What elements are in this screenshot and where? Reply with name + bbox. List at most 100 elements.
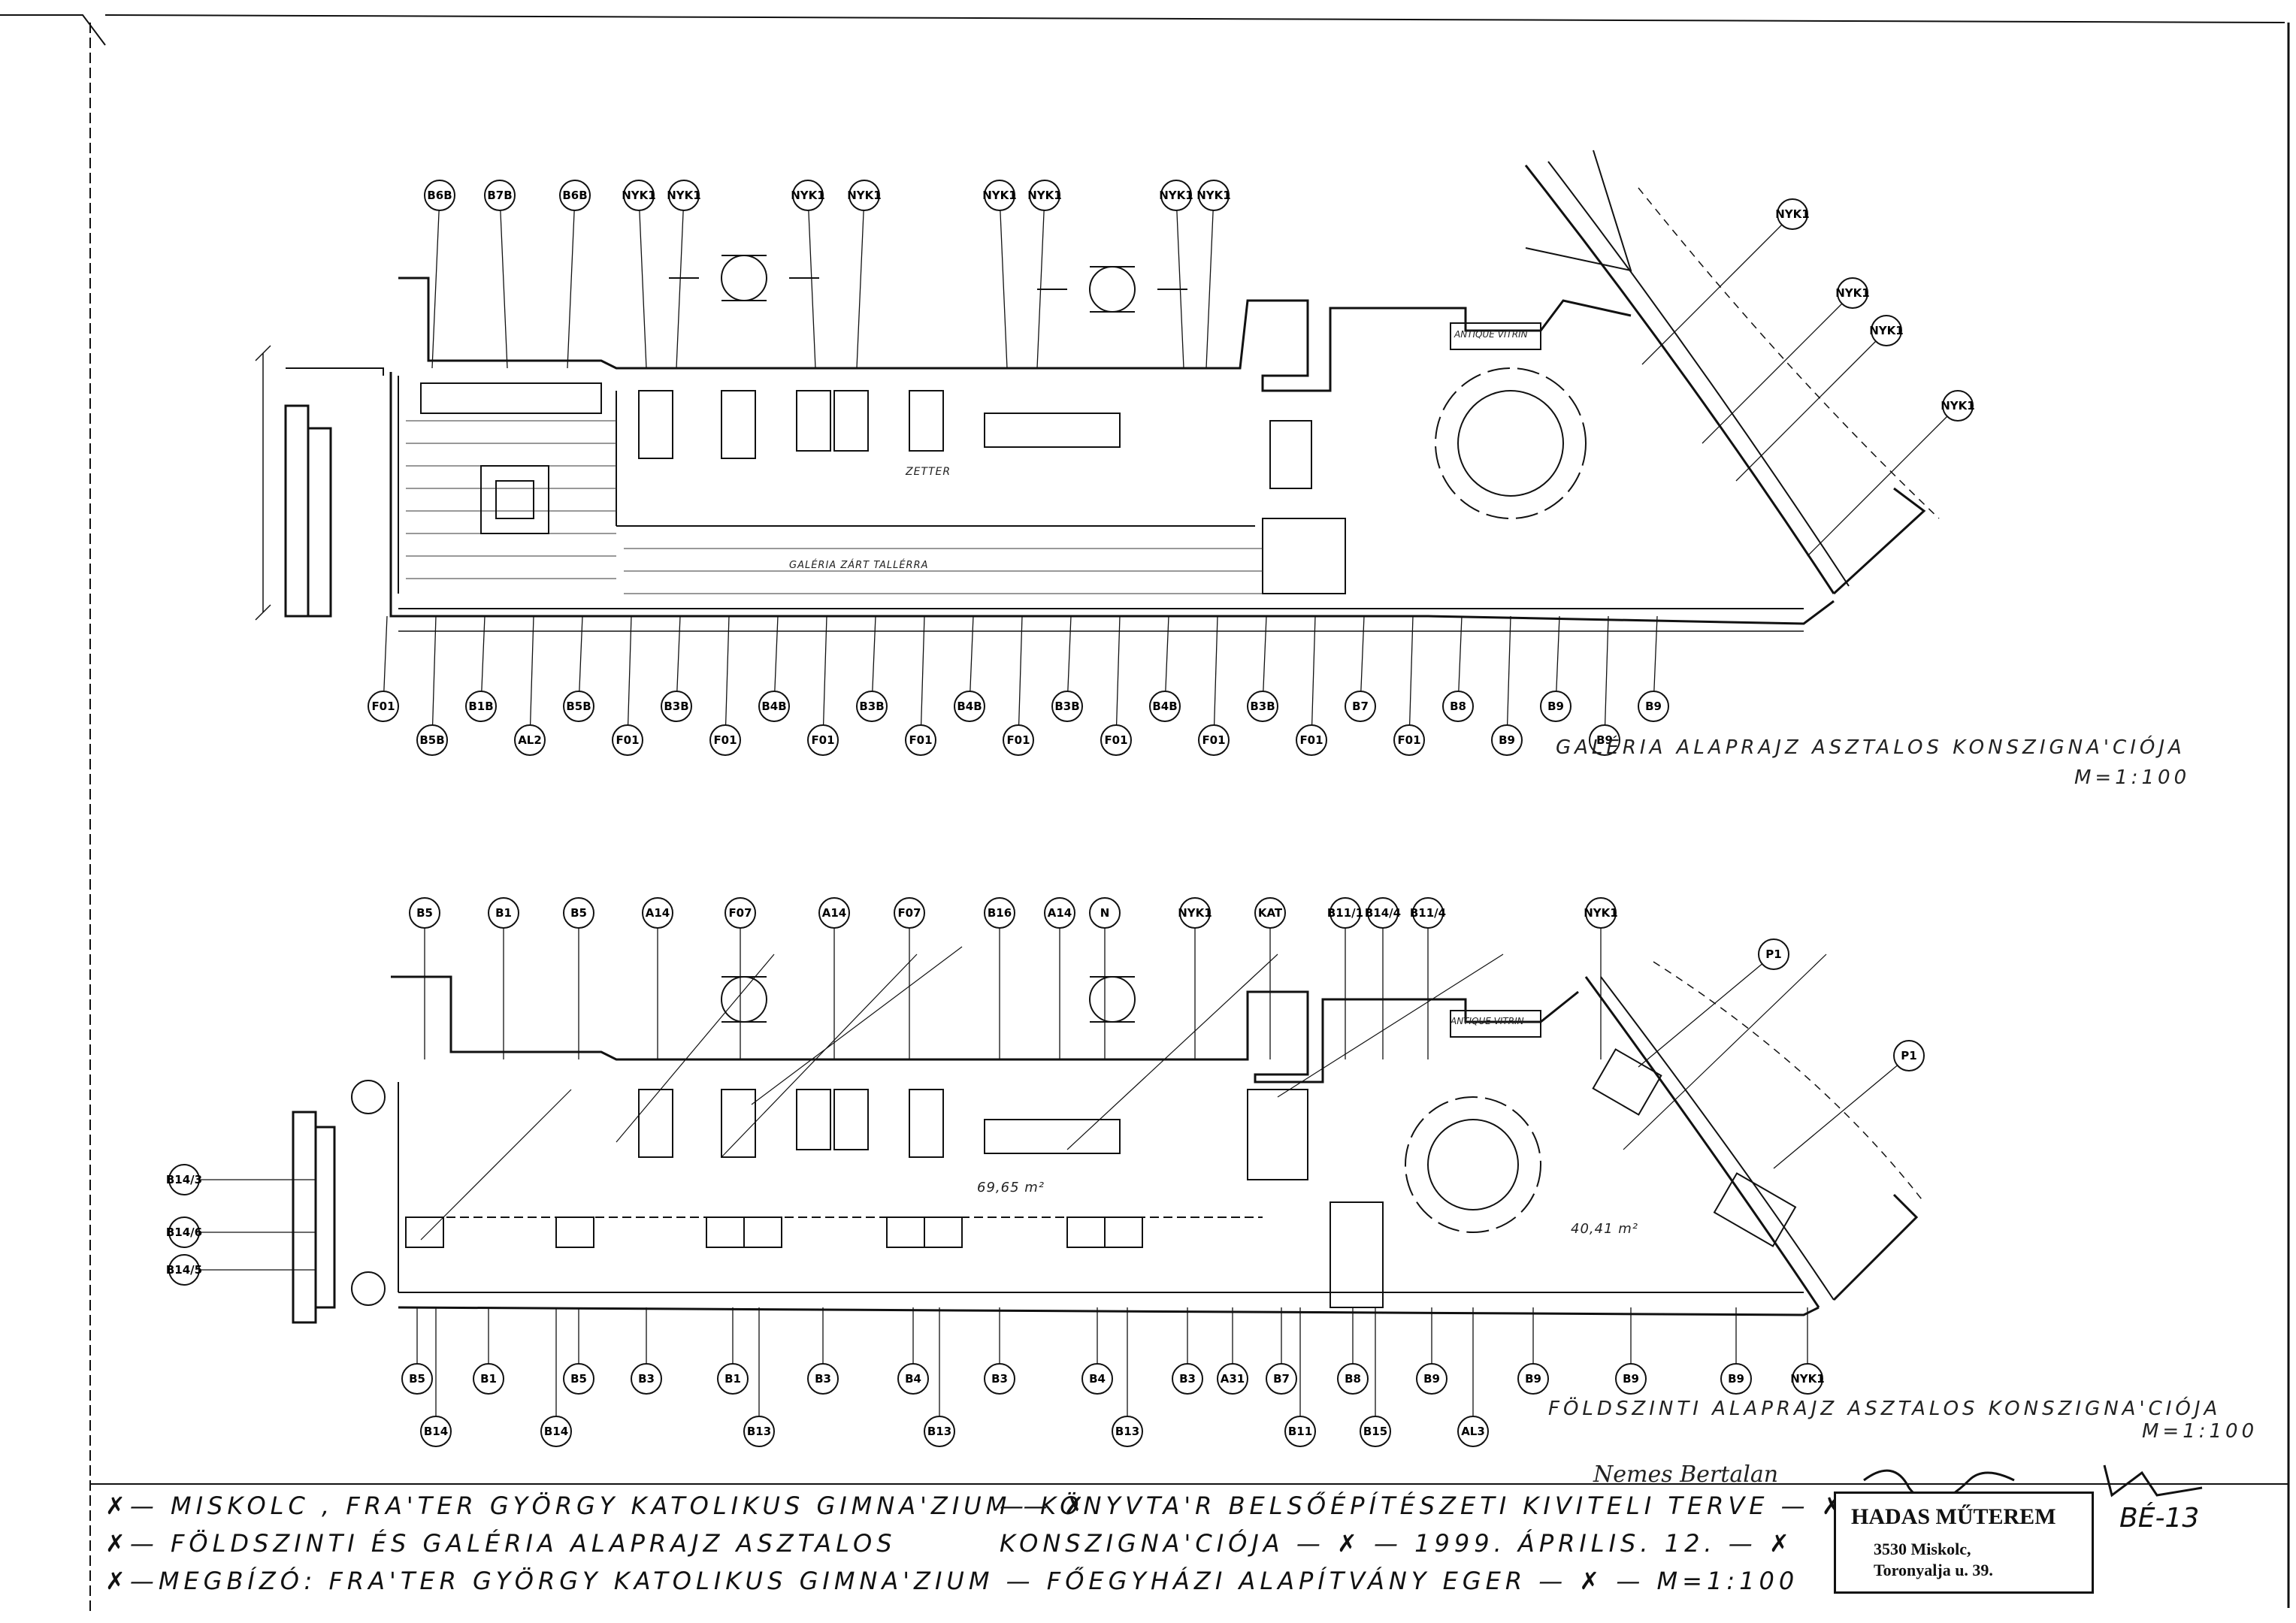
title-line-3: ✗—MEGBÍZÓ: FRA'TER GYÖRGY KATOLIKUS GIMN…	[105, 1567, 1799, 1595]
lower-top-tag-circle	[1585, 897, 1617, 929]
upper-furniture	[420, 255, 1587, 534]
upper-facade-tag-label: NYK1	[1869, 324, 1903, 337]
area-label-main: 69,65 m²	[977, 1180, 1045, 1195]
lower-left-tag: B14/5	[166, 1254, 316, 1286]
lower-top-tag: NYK1	[1178, 897, 1212, 1059]
upper-bottom-tag-circle	[1296, 724, 1327, 756]
upper-bottom-tag-label: B1B	[468, 700, 493, 713]
upper-top-tag: NYK1	[1027, 180, 1062, 369]
lower-top-tag-circle	[1044, 897, 1075, 929]
lower-bottom-tag-secondary-label: B11	[1288, 1425, 1312, 1438]
lower-plan-scale: M=1:100	[2142, 1420, 2258, 1443]
lower-bottom-tag-secondary-circle	[420, 1416, 452, 1447]
upper-top-tag: NYK1	[791, 180, 825, 369]
upper-bottom-tag-label: F01	[1104, 733, 1127, 747]
upper-bottom-tag-circle	[856, 691, 888, 722]
lower-bottom-tag-label: B9	[1728, 1372, 1744, 1386]
upper-bottom-tag-label: B5B	[566, 700, 591, 713]
upper-bottom-tag-circle	[709, 724, 741, 756]
lower-bottom-tag: B1	[717, 1307, 749, 1395]
lower-bottom-tag-secondary-circle	[743, 1416, 775, 1447]
lower-bottom-tag-label: B3	[1179, 1372, 1196, 1386]
upper-top-tag-circle	[484, 180, 516, 211]
stamp-address-line-2: Toronyalja u. 39.	[1874, 1561, 1993, 1579]
stamp-address-line-1: 3530 Miskolc,	[1874, 1540, 1971, 1558]
upper-top-tag: NYK1	[847, 180, 882, 369]
upper-top-tag: NYK1	[1159, 180, 1193, 369]
upper-top-tag-circle	[1198, 180, 1230, 211]
lower-bottom-tag-secondary-circle	[1457, 1416, 1489, 1447]
upper-bottom-tag-circle	[1638, 691, 1669, 722]
upper-bottom-tag-label: F01	[1299, 733, 1323, 747]
upper-bottom-tag: B4B	[954, 615, 985, 722]
lower-top-tag-label: B14/4	[1365, 906, 1401, 920]
upper-bottom-tag-circle	[416, 724, 448, 756]
lower-bottom-tag: B5	[563, 1307, 594, 1395]
upper-bottom-tag-circle	[563, 691, 594, 722]
upper-facade-tag-leader	[1807, 405, 1959, 557]
lower-top-tag-label: N	[1100, 906, 1110, 920]
lower-top-tag: B11/4	[1410, 897, 1446, 1059]
upper-plan-scale: M=1:100	[2074, 766, 2191, 789]
lower-bottom-tag-secondary-circle	[1112, 1416, 1143, 1447]
lower-bottom-tag: B5	[401, 1307, 433, 1395]
lower-bottom-tag-circle	[717, 1363, 749, 1395]
lower-bottom-tag: B3	[631, 1307, 662, 1395]
upper-top-tag-leader	[567, 195, 576, 369]
lower-left-tag: B14/6	[166, 1216, 316, 1248]
title-line-1-right: — KÖNYVTA'R BELSŐÉPÍTÉSZETI KIVITELI TER…	[1000, 1492, 1847, 1520]
upper-bottom-tag: AL2	[514, 615, 546, 756]
upper-facade-tag: NYK1	[1735, 315, 1904, 482]
lower-top-tag: N	[1089, 897, 1121, 1059]
upper-top-tag-leader	[856, 195, 865, 369]
upper-top-tag-circle	[984, 180, 1015, 211]
upper-bottom-tag-label: B4B	[1152, 700, 1177, 713]
upper-top-tag-label: NYK1	[1159, 189, 1193, 202]
lower-top-tag: P1	[1773, 1040, 1925, 1169]
upper-top-tag-leader	[638, 195, 647, 369]
lower-left-tag-circle	[168, 1254, 200, 1286]
lower-bottom-tag-secondary-label: B13	[747, 1425, 771, 1438]
lower-plan-walls	[292, 961, 1925, 1324]
lower-top-tag-circle	[488, 897, 519, 929]
upper-bottom-tag-leader	[1506, 615, 1511, 741]
upper-facade-tag: NYK1	[1702, 277, 1870, 444]
lower-bottom-tag-secondary: B13	[743, 1307, 775, 1447]
upper-top-tag-label: B6B	[427, 189, 452, 202]
sheet-number: BÉ-13	[2119, 1503, 2200, 1534]
lower-bottom-tag-label: B5	[570, 1372, 587, 1386]
lower-bottom-tag-label: NYK1	[1790, 1372, 1824, 1386]
lower-top-tag: B14/4	[1365, 897, 1401, 1059]
upper-facade-tag-circle	[1871, 315, 1902, 346]
lower-top-tag: NYK1	[1584, 897, 1618, 1059]
lower-top-tag: F07	[894, 897, 925, 1059]
upper-bottom-tag-circle	[1051, 691, 1083, 722]
lower-bottom-tag-circle	[473, 1363, 504, 1395]
lower-bottom-tag: B3	[984, 1307, 1015, 1395]
lower-bottom-tag: B9	[1720, 1307, 1752, 1395]
upper-bottom-tag-leader	[529, 615, 534, 741]
upper-top-tag: NYK1	[982, 180, 1017, 369]
upper-dimensions	[255, 345, 1804, 632]
upper-bottom-tag-label: B9	[1499, 733, 1515, 747]
lower-bottom-tag-circle	[1416, 1363, 1447, 1395]
upper-facade-tag: NYK1	[1807, 390, 1975, 557]
upper-top-tag-label: NYK1	[982, 189, 1016, 202]
upper-facade-tag-label: NYK1	[1941, 399, 1974, 413]
lower-left-tag-label: B14/6	[166, 1226, 202, 1239]
lower-top-tag-label: B5	[570, 906, 587, 920]
lower-bottom-tag-label: B3	[991, 1372, 1008, 1386]
upper-bottom-tag-label: F01	[811, 733, 834, 747]
upper-top-tag-label: NYK1	[667, 189, 700, 202]
lower-top-tag-circle	[642, 897, 673, 929]
lower-top-tag-label: A14	[646, 906, 670, 920]
upper-top-tag: NYK1	[667, 180, 701, 369]
upper-bottom-tag-leader	[1115, 615, 1121, 741]
upper-bottom-tag-leader	[627, 615, 632, 741]
stamp-firm-name: HADAS MŰTEREM	[1851, 1504, 2056, 1529]
upper-bottom-tag-circle	[1589, 724, 1620, 756]
upper-top-tag-circle	[668, 180, 700, 211]
lower-top-tag-circle	[563, 897, 594, 929]
lower-bottom-tag: B3	[1172, 1307, 1203, 1395]
